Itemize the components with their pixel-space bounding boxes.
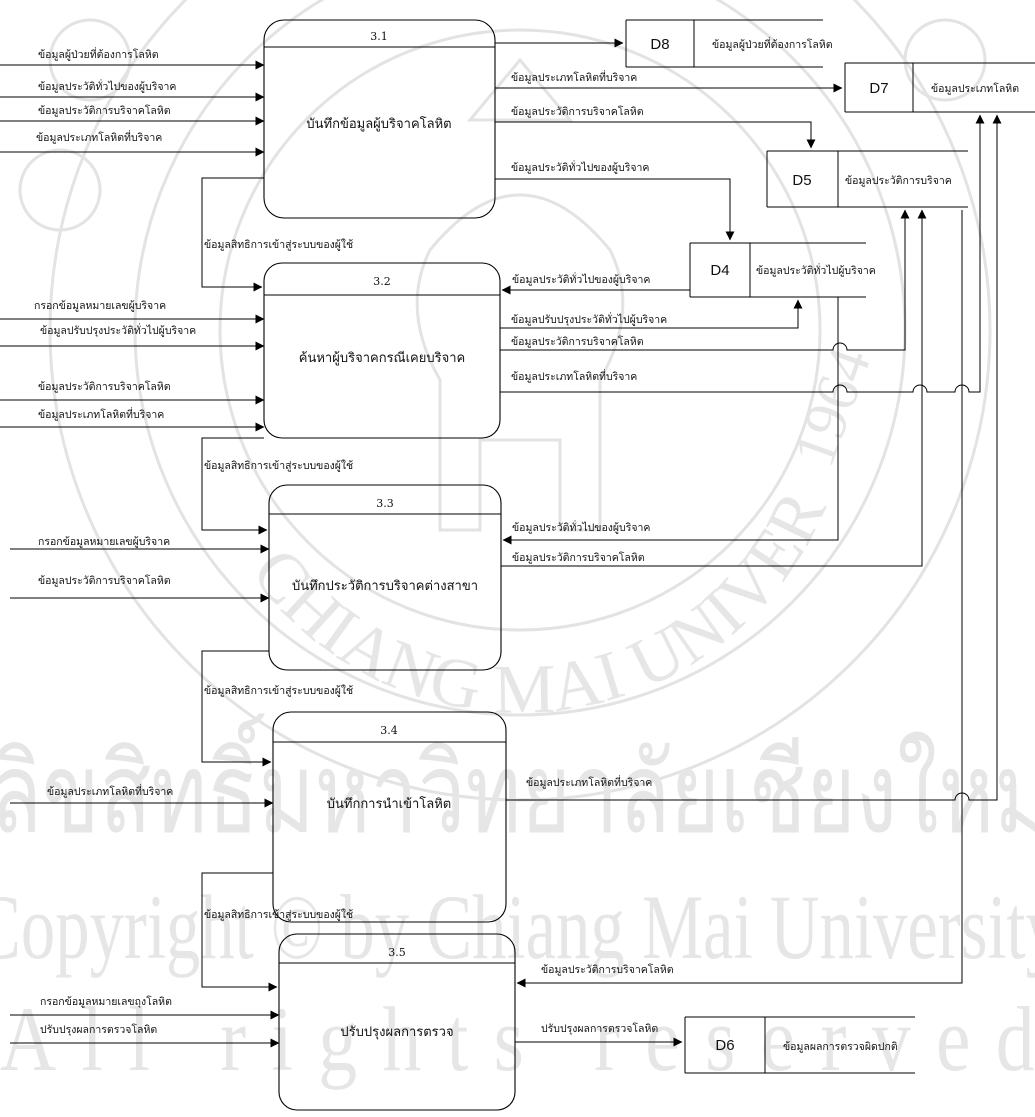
process-number: 3.1 (370, 30, 388, 43)
process-3-2: 3.2 ค้นหาผู้บริจาคกรณีเคยบริจาค (263, 262, 501, 439)
process-number: 3.5 (388, 946, 406, 959)
flow-arrow (500, 299, 803, 329)
process-name: ปรับปรุงผลการตรวจ (340, 1025, 453, 1040)
data-store-name: ข้อมูลผู้ป่วยที่ต้องการโลหิต (712, 37, 833, 51)
flow-label: ข้อมูลผู้ป่วยที่ต้องการโลหิต (38, 47, 159, 61)
flow-label: ข้อมูลประวัติการบริจาคโลหิต (511, 335, 644, 348)
flow-arrow (500, 209, 910, 351)
flow-arrow (201, 437, 268, 535)
process-name: บันทึกการนำเข้าโลหิต (327, 796, 452, 812)
flow-label: ข้อมูลสิทธิการเข้าสู่ระบบของผู้ใช้ (204, 908, 353, 921)
process-3-1: 3.1 บันทึกข้อมูลผู้บริจาคโลหิต (263, 19, 496, 219)
data-store-d4: D4 ข้อมูลประวัติทั่วไปผู้บริจาค (689, 242, 876, 298)
flow-arrow (201, 650, 272, 767)
flow-arrow (506, 114, 1002, 801)
flows-process-3-2: กรอกข้อมูลหมายเลขผู้บริจาค ข้อมูลปรับปรุ… (0, 114, 985, 535)
flow-label: ปรับปรุงผลการตรวจโลหิต (541, 1022, 658, 1035)
flow-label: กรอกข้อมูลหมายเลขผู้บริจาค (38, 536, 170, 548)
flow-label: ข้อมูลสิทธิการเข้าสู่ระบบของผู้ใช้ (204, 459, 353, 472)
data-store-d8: D8 ข้อมูลผู้ป่วยที่ต้องการโลหิต (625, 19, 833, 68)
process-3-5: 3.5 ปรับปรุงผลการตรวจ (278, 933, 516, 1111)
data-store-name: ข้อมูลประเภทโลหิต (931, 82, 1019, 95)
flow-label: ข้อมูลประวัติการบริจาคโลหิต (511, 105, 644, 118)
seal-year: 1964 (780, 339, 883, 474)
flows-process-3-1: ข้อมูลผู้ป่วยที่ต้องการโลหิต ข้อมูลประวั… (0, 38, 843, 292)
flow-label: ปรับปรุงผลการตรวจโลหิต (40, 1023, 157, 1036)
flows-process-3-4: ข้อมูลประเภทโลหิตที่บริจาค ข้อมูลประเภทโ… (10, 114, 1002, 992)
data-store-name: ข้อมูลผลการตรวจผิดปกติ (783, 1041, 898, 1053)
data-store-id: D4 (710, 262, 729, 279)
process-number: 3.2 (373, 275, 391, 288)
flows-process-3-5: ข้อมูลประวัติการบริจาคโลหิต กรอกข้อมูลหม… (10, 210, 963, 1048)
flow-label: กรอกข้อมูลหมายเลขถุงโลหิต (40, 995, 172, 1008)
flow-label: ข้อมูลสิทธิการเข้าสู่ระบบของผู้ใช้ (204, 238, 353, 251)
flow-label: ข้อมูลประวัติทั่วไปของผู้บริจาค (38, 79, 176, 93)
flow-label: ข้อมูลประวัติทั่วไปของผู้บริจาค (511, 160, 649, 174)
flow-arrow (495, 121, 816, 149)
flow-label: กรอกข้อมูลหมายเลขผู้บริจาค (34, 300, 166, 312)
process-name: ค้นหาผู้บริจาคกรณีเคยบริจาค (299, 350, 465, 366)
flow-label: ข้อมูลประวัติทั่วไปของผู้บริจาค (512, 272, 650, 286)
flow-label: ข้อมูลสิทธิการเข้าสู่ระบบของผู้ใช้ (204, 684, 353, 697)
data-store-id: D7 (869, 80, 888, 97)
flows-process-3-3: กรอกข้อมูลหมายเลขผู้บริจาค ข้อมูลประวัติ… (10, 209, 927, 767)
flow-label: ข้อมูลประเภทโลหิตที่บริจาค (511, 70, 637, 84)
process-3-3: 3.3 บันทึกประวัติการบริจาคต่างสาขา (268, 484, 502, 671)
flow-arrow (502, 297, 839, 545)
flow-label: ข้อมูลประวัติการบริจาคโลหิต (38, 104, 171, 117)
flow-label: ข้อมูลประเภทโลหิตที่บริจาค (47, 784, 173, 798)
data-store-d7: D7 ข้อมูลประเภทโลหิต (844, 62, 1035, 113)
data-store-id: D5 (792, 172, 811, 189)
process-number: 3.3 (376, 497, 394, 510)
flow-label: ข้อมูลประวัติการบริจาคโลหิต (38, 574, 171, 587)
data-store-id: D8 (650, 36, 669, 53)
flow-label: ข้อมูลปรับปรุงประวัติทั่วไปผู้บริจาค (40, 323, 196, 337)
process-name: บันทึกประวัติการบริจาคต่างสาขา (292, 579, 478, 594)
flow-arrow (500, 114, 985, 393)
watermark-copyright-text: Copyright © by Chiang Mai University (0, 876, 1035, 978)
data-store-d6: D6 ข้อมูลผลการตรวจผิดปกติ (684, 1016, 915, 1074)
flow-label: ข้อมูลประเภทโลหิตที่บริจาค (526, 775, 652, 789)
process-name: บันทึกข้อมูลผู้บริจาคโลหิต (306, 116, 451, 132)
flow-label: ข้อมูลประวัติการบริจาคโลหิต (38, 380, 171, 393)
data-store-d5: D5 ข้อมูลประวัติการบริจาค (766, 150, 968, 208)
flow-label: ข้อมูลปรับปรุงประวัติทั่วไปผู้บริจาค (511, 312, 667, 326)
data-store-name: ข้อมูลประวัติการบริจาค (845, 175, 952, 187)
flow-label: ข้อมูลประวัติทั่วไปของผู้บริจาค (512, 520, 650, 534)
flow-arrow (516, 210, 963, 988)
process-3-4: 3.4 บันทึกการนำเข้าโลหิต (272, 711, 507, 923)
flow-label: ข้อมูลประเภทโลหิตที่บริจาค (511, 369, 637, 383)
flow-label: ข้อมูลประวัติการบริจาคโลหิต (541, 963, 674, 976)
flow-arrow (201, 872, 278, 992)
flow-arrow (501, 209, 927, 567)
flow-label: ข้อมูลประเภทโลหิตที่บริจาค (36, 130, 162, 144)
flow-arrow (495, 178, 735, 241)
flow-label: ข้อมูลประเภทโลหิตที่บริจาค (38, 407, 164, 421)
data-store-id: D6 (715, 1037, 734, 1054)
watermark-thai-text: ลิขสิทธิ์มหาวิทยาลัยเชียงใหม่ (0, 713, 1035, 857)
process-number: 3.4 (380, 724, 398, 737)
data-store-name: ข้อมูลประวัติทั่วไปผู้บริจาค (756, 263, 876, 277)
flow-label: ข้อมูลประวัติการบริจาคโลหิต (512, 551, 645, 564)
flow-arrow (201, 177, 264, 292)
